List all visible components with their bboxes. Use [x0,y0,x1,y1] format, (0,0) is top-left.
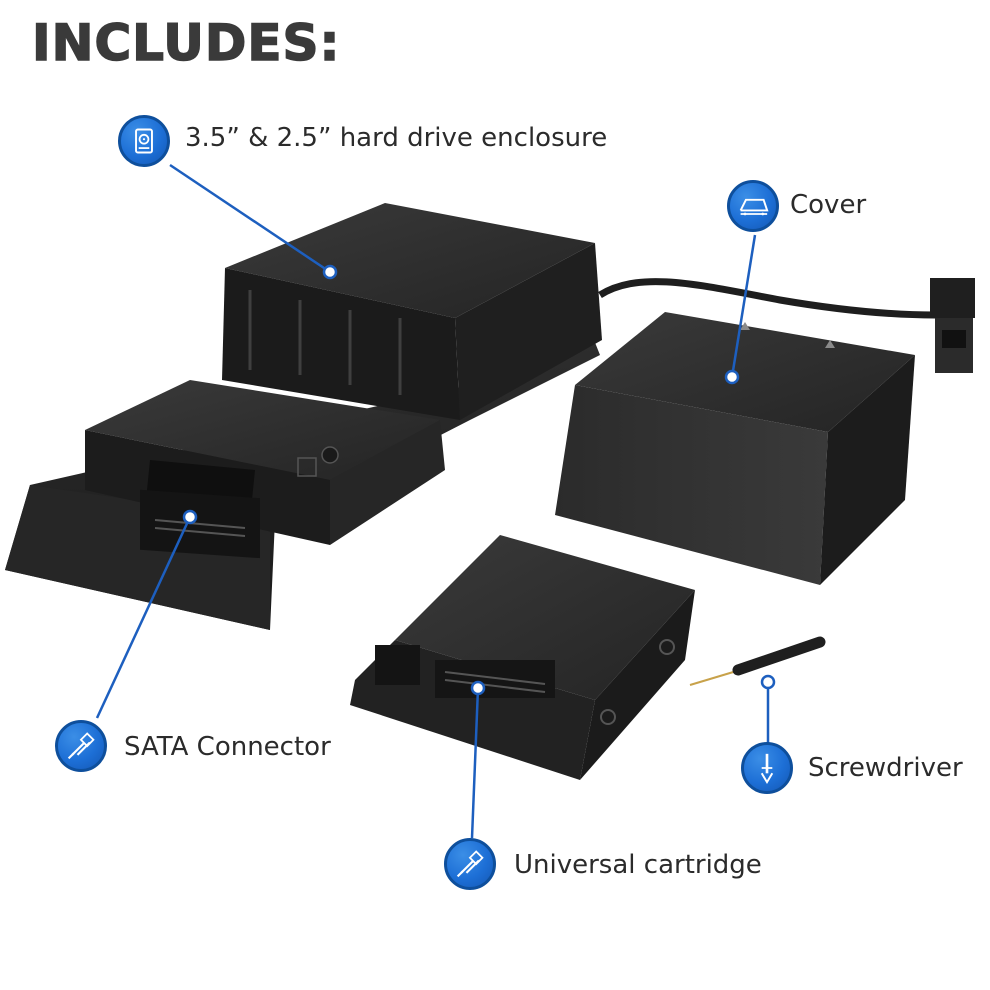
power-cable [598,278,975,373]
hard-drive-icon [118,115,170,167]
sata-pointer-dot [182,509,198,525]
screwdriver [689,636,826,686]
universal-cartridge [350,535,695,780]
cover [555,312,915,585]
sata-connector-icon [55,720,107,772]
hard-drive-enclosure [5,203,602,630]
includes-heading: INCLUDES: [31,13,341,73]
screwdriver-pointer-dot [760,674,776,690]
enclosure-pointer-dot [322,264,338,280]
screwdriver-icon [741,742,793,794]
cover-pointer-dot [724,369,740,385]
enclosure-label: 3.5” & 2.5” hard drive enclosure [185,123,608,153]
leader-lines [95,163,770,839]
sata-label: SATA Connector [124,732,331,762]
screwdriver-label: Screwdriver [808,753,963,783]
cartridge-icon [444,838,496,890]
cover-icon [727,180,779,232]
cartridge-pointer-dot [470,680,486,696]
cover-label: Cover [790,190,867,220]
cartridge-label: Universal cartridge [514,850,762,880]
